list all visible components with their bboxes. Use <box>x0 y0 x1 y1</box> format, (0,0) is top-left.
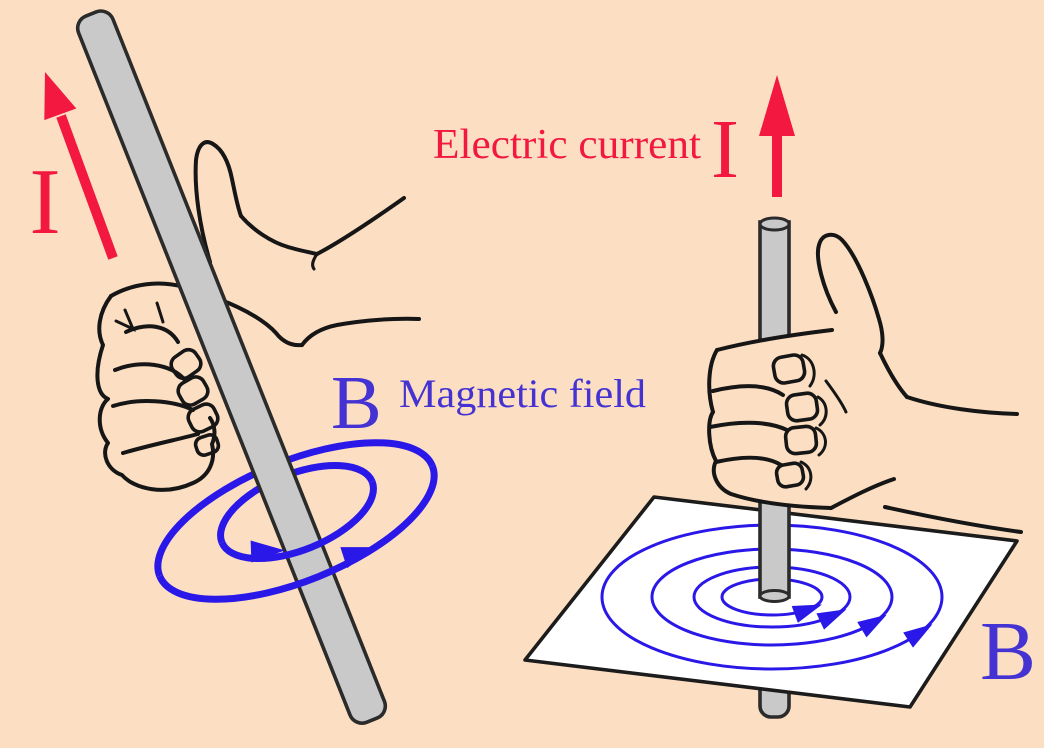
left-field-symbol: B <box>331 361 382 445</box>
right-gripping-hand <box>707 232 1023 534</box>
left-hand-fist-outline <box>95 294 217 492</box>
left-field-loops-front <box>156 464 438 603</box>
right-hand-heel <box>829 477 896 510</box>
left-hand-finger-1 <box>124 324 180 344</box>
right-fingernail-1 <box>771 353 807 385</box>
right-rod-top-cap <box>758 216 791 232</box>
left-current-symbol: I <box>29 150 60 254</box>
left-palm-bottom-edge <box>219 298 304 348</box>
left-fingernail-2 <box>176 375 210 407</box>
right-wire-figure: Electric current I B <box>433 75 1036 719</box>
left-forearm-bottom-line <box>300 316 421 347</box>
left-hand-fist-top <box>109 281 186 298</box>
left-fingernail-1 <box>169 347 203 381</box>
right-fist-outline <box>707 348 833 510</box>
right-forearm-bottom-line <box>883 505 1023 534</box>
right-wrist-top-line <box>905 395 1019 416</box>
right-field-loops-front <box>600 596 944 671</box>
right-rod-bottom-cap <box>758 589 791 603</box>
right-current-arrow <box>759 75 795 197</box>
right-fingernail-2 <box>784 391 820 423</box>
right-finger-2 <box>711 384 785 397</box>
left-fingernail-4 <box>193 433 221 457</box>
right-field-symbol: B <box>980 605 1036 698</box>
left-forearm-top-line <box>315 196 406 256</box>
right-fingernail-3 <box>783 424 819 456</box>
right-current-symbol: I <box>711 103 739 196</box>
right-field-arrowhead-1 <box>791 604 823 623</box>
right-field-arrowhead-4 <box>903 624 933 648</box>
left-field-arrowhead-inner <box>250 540 285 563</box>
right-finger-4 <box>714 455 783 467</box>
left-fingernail-3 <box>186 402 220 434</box>
right-palm-edge <box>878 351 909 399</box>
right-hand-fill <box>709 233 1021 532</box>
right-finger-3 <box>708 420 789 432</box>
left-wire-figure: I B Magnetic field <box>29 9 646 725</box>
right-fingertip-edges <box>799 353 828 491</box>
right-thumb-web <box>715 328 834 352</box>
left-gripping-hand <box>95 140 421 492</box>
left-field-label: Magnetic field <box>399 371 646 416</box>
right-current-label: Electric current <box>433 122 701 168</box>
right-palm-crease <box>824 379 848 414</box>
left-hand-finger-4 <box>121 432 200 455</box>
right-field-arrowhead-3 <box>857 614 887 638</box>
left-current-arrow <box>44 72 118 260</box>
left-hand-finger-2 <box>113 362 187 382</box>
right-fingernail-4 <box>774 461 806 489</box>
left-field-arrowhead-outer <box>340 547 377 569</box>
right-field-arrowhead-2 <box>816 609 847 630</box>
right-thumb <box>816 232 885 355</box>
left-wrist-crease <box>311 252 319 271</box>
left-thumb <box>193 140 243 264</box>
left-hand-finger-3 <box>111 399 195 412</box>
left-thumb-web <box>239 214 319 256</box>
